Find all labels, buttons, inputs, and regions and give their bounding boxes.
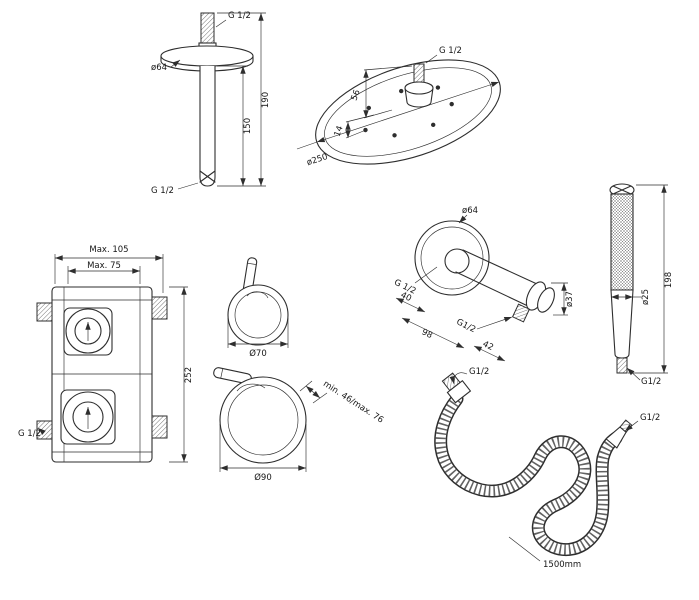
trim-depth-label: min. 46/max. 76: [321, 379, 385, 425]
valve-thread-label: G 1/2: [18, 429, 41, 439]
handshower-dim-198-label: 198: [664, 272, 674, 288]
trim-small-lever-detail: [247, 262, 257, 265]
trim-large-hub: [236, 383, 266, 392]
head-ext-line: [363, 65, 413, 71]
concealed-mixer-valve: Max. 105 Max. 75 252 G 1/2: [18, 245, 194, 463]
trim-large-dia-label: Ø90: [254, 472, 272, 483]
handshower-x-icon: [612, 185, 632, 195]
head-dia-tail: [296, 141, 318, 150]
ceiling-shower-arm: G 1/2 ø64 G 1/2 150 190: [151, 11, 271, 196]
wall-outlet-elbow: ø64 G 1/2 40 98 G1/2 42 ø37: [392, 206, 575, 362]
elbow-dim-42-label: 42: [481, 339, 495, 353]
overhead-shower: G 1/2 56 14 ø250: [296, 46, 501, 168]
arm-flange: [160, 45, 254, 67]
valve-dim-75-label: Max. 75: [87, 261, 121, 271]
hose-left-thread-label: G1/2: [469, 367, 489, 377]
handshower-thread-label: G1/2: [641, 377, 661, 387]
elbow-outlet-stub: [511, 303, 531, 323]
elbow-outlet-thread-leader: [476, 316, 513, 330]
hose-ribs: [435, 395, 619, 555]
hose-left-thread-leader: [449, 372, 468, 385]
trim-small-hub: [246, 291, 269, 299]
arm-flange-dia-label: ø64: [151, 63, 167, 73]
handshower-grip: [610, 193, 634, 291]
trim-small-escutcheon: [227, 284, 289, 346]
arm-thread-top-leader: [215, 19, 227, 28]
hand-shower: 198 ø25 G1/2: [609, 183, 674, 387]
hose-length-leader: [508, 536, 541, 562]
elbow-outlet-thread-label: G1/2: [455, 317, 478, 335]
head-thread-leader: [425, 54, 438, 64]
elbow-pipe-bottom: [455, 271, 531, 308]
elbow-hub: [444, 248, 470, 274]
valve-port-left-top: [36, 302, 53, 322]
shower-hose: G1/2 G1/2 1500mm: [434, 367, 660, 570]
elbow-flange-inner: [420, 226, 484, 290]
hose-length-label: 1500mm: [543, 560, 581, 570]
arm-dim-150-label: 150: [243, 118, 253, 134]
elbow-wall-thread-leader: [414, 266, 438, 284]
elbow-dim-98-line: [401, 317, 465, 349]
elbow-pipe-top: [462, 249, 538, 285]
head-thread-label: G 1/2: [439, 46, 462, 56]
head-dia-line: [316, 81, 500, 143]
shower-trim-large: Ø90 min. 46/max. 76: [213, 367, 385, 483]
elbow-end-cap: [537, 287, 555, 313]
hose-right-thread-label: G1/2: [640, 413, 660, 423]
elbow-flange-leader: [458, 214, 468, 224]
arm-pipe: [199, 66, 216, 187]
arm-dim-190-label: 190: [261, 92, 271, 108]
arm-top-thread: [200, 12, 215, 44]
valve-dim-252-label: 252: [184, 367, 194, 383]
elbow-dim-40-line: [395, 297, 426, 313]
handshower-thread-leader: [626, 367, 641, 381]
valve-thread-leader: [37, 427, 46, 435]
trim-large-escutcheon: [219, 376, 307, 464]
arm-thread-bottom-leader: [177, 182, 199, 190]
head-hub-top: [404, 81, 434, 95]
valve-port-right-top: [151, 296, 168, 320]
elbow-dim-42-line: [473, 345, 506, 362]
valve-dim-105-label: Max. 105: [89, 245, 128, 255]
elbow-outlet-dia-label: ø37: [565, 291, 575, 307]
shower-trim-small: Ø70: [227, 257, 289, 359]
handshower-dia-label: ø25: [641, 289, 651, 305]
elbow-dim-98-label: 98: [420, 327, 434, 341]
trim-large-escutcheon-inner: [227, 384, 299, 456]
trim-large-lever-detail: [220, 368, 224, 379]
hose-right-thread-leader: [624, 420, 639, 432]
hose-left-fitting: [441, 372, 472, 404]
head-dia-label: ø250: [306, 152, 329, 168]
arm-thread-bottom-label: G 1/2: [151, 186, 174, 196]
valve-port-right-bottom: [151, 415, 168, 439]
elbow-dim-40-label: 40: [399, 290, 413, 304]
elbow-outlet-thread: [511, 303, 531, 323]
handshower-thread-stub: [616, 357, 628, 374]
arm-thread-top-label: G 1/2: [228, 11, 251, 21]
trim-small-dia-label: Ø70: [249, 348, 267, 359]
elbow-flange-dia-label: ø64: [462, 206, 478, 216]
arm-end-x-icon: [199, 170, 216, 183]
arm-flange-leader: [170, 59, 181, 68]
hose-left-nut: [446, 379, 472, 404]
trim-depth-dim-line: [305, 385, 321, 399]
handshower-taper: [610, 289, 634, 359]
